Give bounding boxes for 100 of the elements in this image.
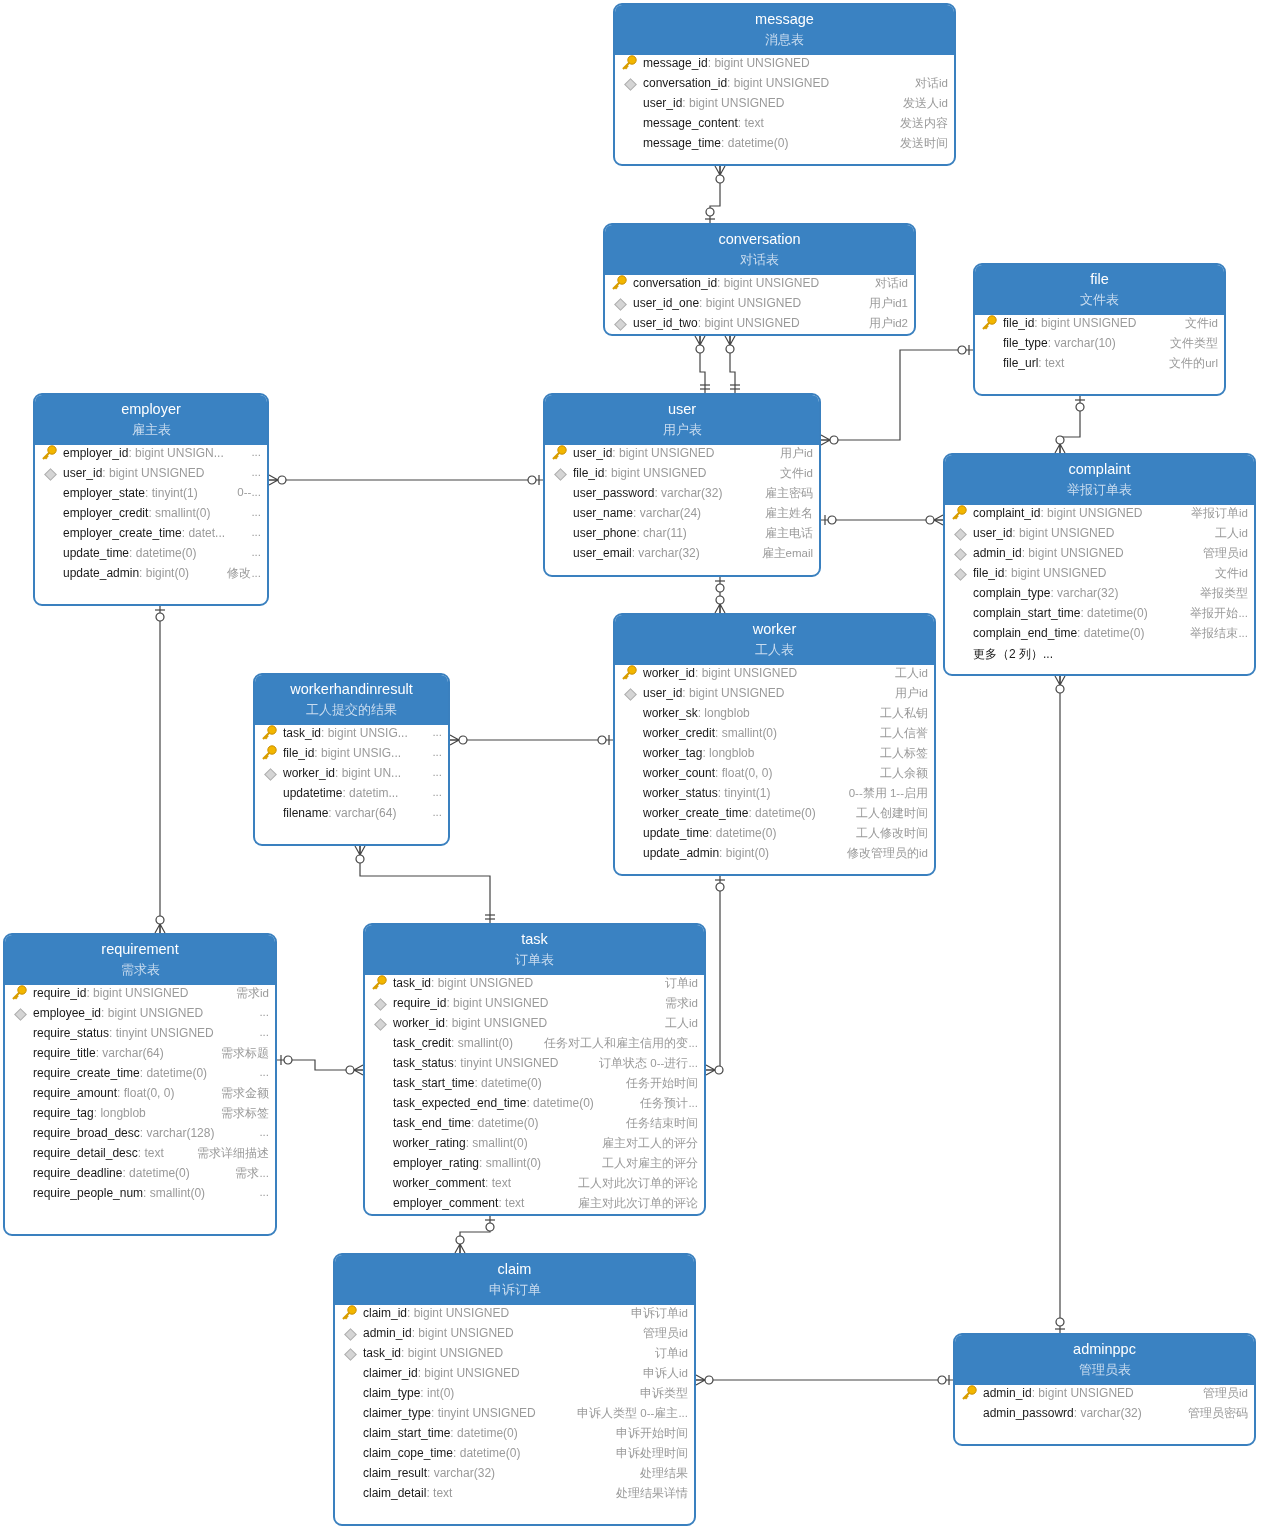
column-comment: ... xyxy=(251,466,261,478)
column-comment: 工人标签 xyxy=(880,746,928,761)
column-comment: 对话id xyxy=(915,76,948,91)
column-comment: 任务结束时间 xyxy=(626,1116,698,1131)
column-field: complain_type: varchar(32) xyxy=(973,586,1119,600)
column-comment: 需求id xyxy=(236,986,269,1001)
column-field: require_title: varchar(64) xyxy=(33,1046,164,1060)
column-comment: ... xyxy=(432,766,442,778)
column-field: worker_sk: longblob xyxy=(643,706,750,720)
column-comment: 申诉类型 xyxy=(640,1386,688,1401)
column-comment: 管理员id xyxy=(1203,1386,1248,1401)
column-comment: 处理结果 xyxy=(640,1466,688,1481)
column-comment: 订单id xyxy=(665,976,698,991)
column-comment: ... xyxy=(432,806,442,818)
column-field: require_broad_desc: varchar(128) xyxy=(33,1126,215,1140)
column-field: worker_comment: text xyxy=(393,1176,512,1190)
column-field: task_id: bigint UNSIGNED xyxy=(363,1346,504,1360)
column-field: worker_id: bigint UN... xyxy=(283,766,402,780)
column-field: user_id_one: bigint UNSIGNED xyxy=(633,296,802,310)
column-field: require_detail_desc: text xyxy=(33,1146,164,1160)
table-name: complaint xyxy=(1068,461,1131,477)
column-comment: 文件id xyxy=(780,466,813,481)
column-comment: 用户id xyxy=(895,686,928,701)
column-comment: 管理员密码 xyxy=(1188,1406,1248,1421)
column-comment: ... xyxy=(259,1126,269,1138)
column-field: employee_id: bigint UNSIGNED xyxy=(33,1006,204,1020)
column-field: require_tag: longblob xyxy=(33,1106,146,1120)
column-comment: 需求标签 xyxy=(221,1106,269,1121)
column-comment: 0--... xyxy=(237,486,261,498)
column-field: file_id: bigint UNSIGNED xyxy=(973,566,1107,580)
column-comment: ... xyxy=(259,1066,269,1078)
column-comment: 申诉处理时间 xyxy=(616,1446,688,1461)
column-comment: 文件类型 xyxy=(1170,336,1218,351)
table-card xyxy=(613,3,956,166)
column-comment: 发送人id xyxy=(903,96,948,111)
column-comment: ... xyxy=(432,746,442,758)
column-field: message_id: bigint UNSIGNED xyxy=(643,56,810,70)
column-field: task_id: bigint UNSIG... xyxy=(283,726,408,740)
column-comment: 任务对工人和雇主信用的变... xyxy=(544,1036,698,1051)
relationship-line xyxy=(820,344,974,446)
column-field: complain_end_time: datetime(0) xyxy=(973,626,1145,640)
column-comment: 需求标题 xyxy=(221,1046,269,1061)
column-field: task_start_time: datetime(0) xyxy=(393,1076,542,1090)
column-comment: 雇主email xyxy=(761,546,813,561)
column-comment: 修改... xyxy=(227,566,261,581)
column-comment: 管理员id xyxy=(1203,546,1248,561)
column-field: worker_credit: smallint(0) xyxy=(643,726,778,740)
relationship-line xyxy=(714,576,726,614)
table-name: user xyxy=(667,401,697,417)
column-comment: 雇主姓名 xyxy=(765,506,813,521)
column-comment: 举报订单id xyxy=(1191,506,1248,521)
table-name: claim xyxy=(497,1261,532,1277)
column-field: user_id: bigint UNSIGNED xyxy=(643,96,785,110)
table-card xyxy=(973,263,1226,396)
column-comment: 申诉人id xyxy=(643,1366,688,1381)
table-comment: 申诉订单 xyxy=(488,1281,541,1299)
table-comment: 管理员表 xyxy=(1078,1361,1131,1379)
column-field: updatetime: datetim... xyxy=(283,786,399,800)
column-field: worker_status: tinyint(1) xyxy=(643,786,771,800)
relationship-line xyxy=(276,1054,364,1076)
column-comment: 举报类型 xyxy=(1200,586,1248,601)
column-comment: 申诉开始时间 xyxy=(616,1426,688,1441)
column-field: user_password: varchar(32) xyxy=(573,486,723,500)
column-field: worker_tag: longblob xyxy=(643,746,755,760)
column-field: task_credit: smallint(0) xyxy=(393,1036,514,1050)
column-field: require_people_num: smallint(0) xyxy=(33,1186,206,1200)
column-comment: 工人对雇主的评分 xyxy=(602,1156,698,1171)
relationship-line xyxy=(1054,395,1086,454)
column-field: task_status: tinyint UNSIGNED xyxy=(393,1056,559,1070)
column-field: file_url: text xyxy=(1003,356,1065,370)
relationship-line xyxy=(1054,675,1066,1334)
column-comment: 雇主对此次订单的评论 xyxy=(578,1196,698,1211)
column-field: worker_id: bigint UNSIGNED xyxy=(393,1016,548,1030)
column-field: file_id: bigint UNSIG... xyxy=(283,746,402,760)
column-comment: 需求... xyxy=(235,1166,269,1181)
column-field: worker_count: float(0, 0) xyxy=(643,766,773,780)
column-field: user_email: varchar(32) xyxy=(573,546,700,560)
column-field: claim_cope_time: datetime(0) xyxy=(363,1446,521,1460)
column-field: 更多（2 列）... xyxy=(973,646,1053,663)
column-comment: 工人创建时间 xyxy=(856,806,928,821)
column-field: worker_id: bigint UNSIGNED xyxy=(643,666,798,680)
column-comment: ... xyxy=(259,1026,269,1038)
table-card xyxy=(253,673,450,846)
table-card xyxy=(953,1333,1256,1446)
column-field: claim_result: varchar(32) xyxy=(363,1466,496,1480)
column-comment: 工人id xyxy=(895,666,928,681)
relationship-line xyxy=(449,734,614,746)
column-field: claim_type: int(0) xyxy=(363,1386,455,1400)
column-field: user_id: bigint UNSIGNED xyxy=(643,686,785,700)
relationship-line xyxy=(694,335,710,394)
column-field: employer_state: tinyint(1) xyxy=(63,486,198,500)
column-comment: ... xyxy=(251,526,261,538)
table-comment: 消息表 xyxy=(765,31,804,49)
table-comment: 文件表 xyxy=(1080,291,1119,309)
column-comment: 修改管理员的id xyxy=(847,846,928,861)
column-comment: 需求id xyxy=(665,996,698,1011)
column-field: file_type: varchar(10) xyxy=(1003,336,1116,350)
column-field: employer_rating: smallint(0) xyxy=(393,1156,542,1170)
column-comment: 任务开始时间 xyxy=(626,1076,698,1091)
column-field: admin_id: bigint UNSIGNED xyxy=(363,1326,514,1340)
